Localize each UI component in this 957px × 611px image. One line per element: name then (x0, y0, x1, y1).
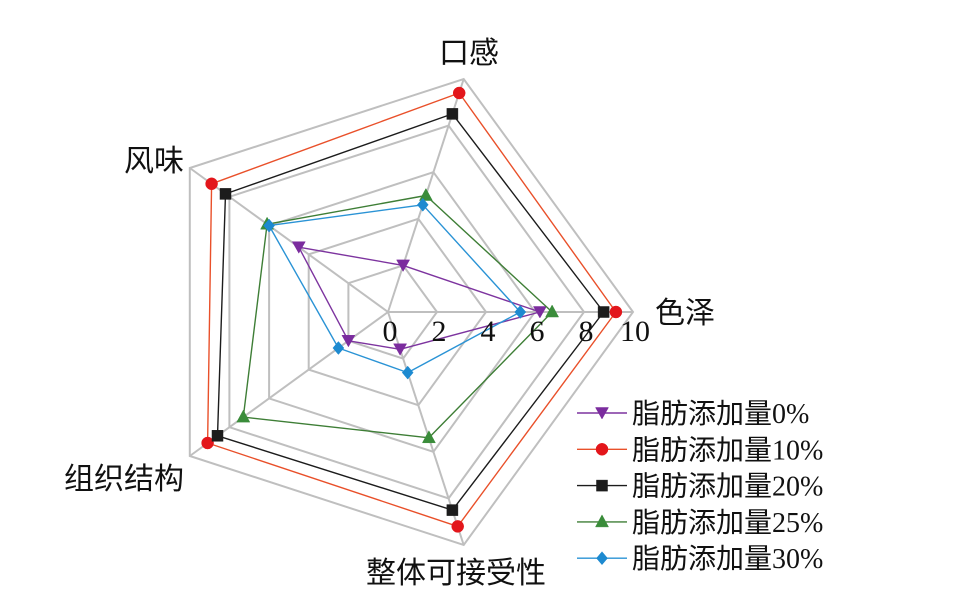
grid-ring-10 (188, 77, 635, 547)
legend-item-0: 脂肪添加量0% (577, 398, 809, 430)
series-1-point-4 (451, 520, 464, 533)
legend-item-2: 脂肪添加量20% (577, 471, 823, 503)
series-1 (201, 86, 623, 533)
legend-label-2: 脂肪添加量20% (632, 471, 823, 503)
legend-marker-4 (596, 551, 608, 566)
series-1-point-1 (452, 86, 466, 100)
legend-label-3: 脂肪添加量25% (632, 507, 823, 539)
series-2-point-0 (597, 306, 610, 318)
category-label-3: 组织结构 (64, 463, 184, 496)
series-4-point-1 (416, 197, 429, 212)
series-0-point-4 (393, 343, 408, 356)
series-4-point-2 (263, 218, 275, 233)
series-0-point-3 (341, 335, 356, 348)
series-1-line (206, 92, 617, 528)
legend-item-3: 脂肪添加量25% (577, 507, 823, 539)
series-2-point-3 (211, 430, 224, 442)
series-3-point-1 (418, 187, 433, 201)
category-label-1: 口感 (439, 37, 499, 70)
radial-tick-labels: 0 2 4 6 8 10 (383, 315, 651, 348)
legend-label-0: 脂肪添加量0% (632, 398, 809, 430)
axis-spoke-2 (189, 167, 389, 313)
series-1-point-3 (201, 436, 214, 450)
series-2-point-4 (446, 504, 459, 516)
legend-label-4: 脂肪添加量30% (632, 543, 823, 575)
legend-label-1: 脂肪添加量10% (632, 434, 823, 466)
series-3-point-4 (421, 430, 436, 444)
legend-item-4: 脂肪添加量30% (577, 543, 823, 575)
series-4-point-0 (514, 305, 527, 319)
tick-label-0: 0 (383, 315, 398, 348)
legend: 脂肪添加量0% 脂肪添加量10% 脂肪添加量20% 脂肪添加量25% 脂肪添加量30% (577, 398, 823, 575)
tick-label-10: 10 (620, 315, 650, 348)
series-4 (263, 197, 527, 380)
series-3 (236, 187, 560, 444)
category-label-2: 风味 (124, 145, 184, 178)
grid-ring-2 (347, 264, 439, 360)
series-2-line (216, 113, 605, 511)
series-0-point-2 (291, 241, 306, 254)
legend-marker-3 (595, 514, 609, 528)
series-3-line (242, 194, 553, 439)
series-0-point-1 (396, 259, 411, 272)
legend-marker-2 (596, 479, 608, 492)
series-4-point-3 (332, 341, 345, 355)
category-label-0: 色泽 (655, 297, 715, 330)
legend-item-1: 脂肪添加量10% (577, 434, 823, 466)
series-0-point-0 (532, 306, 547, 319)
series-4-point-4 (401, 365, 414, 380)
legend-marker-1 (595, 443, 609, 456)
grid-ring-6 (268, 171, 537, 453)
series-4-line (268, 204, 521, 374)
series-2-point-2 (219, 188, 232, 200)
tick-label-6: 6 (530, 315, 545, 348)
series-1-point-0 (609, 305, 623, 319)
series-1-point-2 (205, 177, 218, 191)
series-3-point-3 (236, 409, 251, 423)
grid-ring-8 (228, 124, 586, 500)
series-0-line (298, 246, 541, 350)
series-0 (291, 241, 547, 356)
series-layer (201, 86, 623, 533)
grid (188, 77, 635, 547)
tick-label-4: 4 (481, 315, 496, 348)
legend-marker-0 (595, 407, 609, 420)
series-2 (211, 108, 610, 516)
series-3-point-0 (545, 304, 560, 318)
tick-label-2: 2 (432, 315, 447, 348)
category-label-4: 整体可接受性 (366, 557, 546, 590)
grid-ring-4 (307, 217, 488, 407)
series-2-point-1 (446, 108, 459, 120)
tick-label-8: 8 (579, 315, 594, 348)
